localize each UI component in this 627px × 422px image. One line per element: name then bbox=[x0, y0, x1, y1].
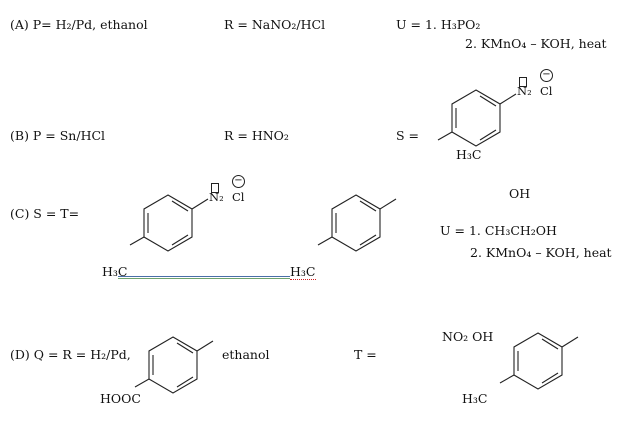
underline-green bbox=[118, 278, 290, 279]
option-c-label: (C) S = T= bbox=[10, 206, 80, 221]
h3c-d: H₃C bbox=[462, 391, 488, 406]
benzene-ring-b bbox=[437, 89, 517, 147]
ring-d1-hexagon bbox=[148, 336, 198, 394]
no2-oh-d: NO₂ OH bbox=[442, 329, 494, 344]
n2-label-b: N₂ bbox=[517, 84, 532, 98]
n2-label-c: N₂ bbox=[209, 190, 224, 204]
benzene-ring-c1 bbox=[129, 194, 209, 252]
oh-c: OH bbox=[509, 186, 531, 201]
minus-charge-b: − bbox=[540, 69, 553, 82]
option-a-r: R = NaNO₂/HCl bbox=[224, 17, 326, 32]
hooc-d: HOOC bbox=[100, 391, 141, 406]
h3c-c-right: H₃C bbox=[290, 264, 316, 279]
benzene-ring-d2 bbox=[499, 332, 579, 390]
underline-blue bbox=[118, 276, 290, 277]
option-c-u2: 2. KMnO₄ – KOH, heat bbox=[470, 245, 612, 260]
n2-box-c bbox=[211, 183, 219, 193]
ring-d2-hexagon bbox=[513, 332, 563, 390]
option-d-t: T = bbox=[354, 347, 377, 362]
spellcheck-underline bbox=[290, 277, 316, 280]
option-c-u1: U = 1. CH₃CH₂OH bbox=[440, 223, 557, 238]
option-a-u2: 2. KMnO₄ – KOH, heat bbox=[465, 36, 607, 51]
n2-box-b bbox=[519, 77, 527, 87]
cl-label-c: Cl bbox=[232, 190, 245, 204]
option-b-label: (B) P = Sn/HCl bbox=[10, 128, 106, 143]
benzene-ring-c2 bbox=[317, 194, 397, 252]
benzene-ring-d1 bbox=[134, 336, 214, 394]
option-b-s: S = bbox=[396, 128, 420, 143]
ethanol-d: ethanol bbox=[222, 347, 270, 362]
cl-label-b: Cl bbox=[540, 84, 553, 98]
minus-charge-c: − bbox=[232, 175, 245, 188]
h3c-c-left: H₃C bbox=[102, 264, 128, 279]
h3c-b: H₃C bbox=[456, 147, 482, 162]
option-a-u1: U = 1. H₃PO₂ bbox=[396, 17, 481, 32]
ring-c1-hexagon bbox=[143, 194, 193, 252]
option-b-r: R = HNO₂ bbox=[224, 128, 289, 143]
ring-c2-hexagon bbox=[331, 194, 381, 252]
ring-b-hexagon bbox=[451, 89, 501, 147]
option-d-label: (D) Q = R = H₂/Pd, bbox=[10, 347, 131, 362]
option-a-label: (A) P= H₂/Pd, ethanol bbox=[10, 17, 148, 32]
